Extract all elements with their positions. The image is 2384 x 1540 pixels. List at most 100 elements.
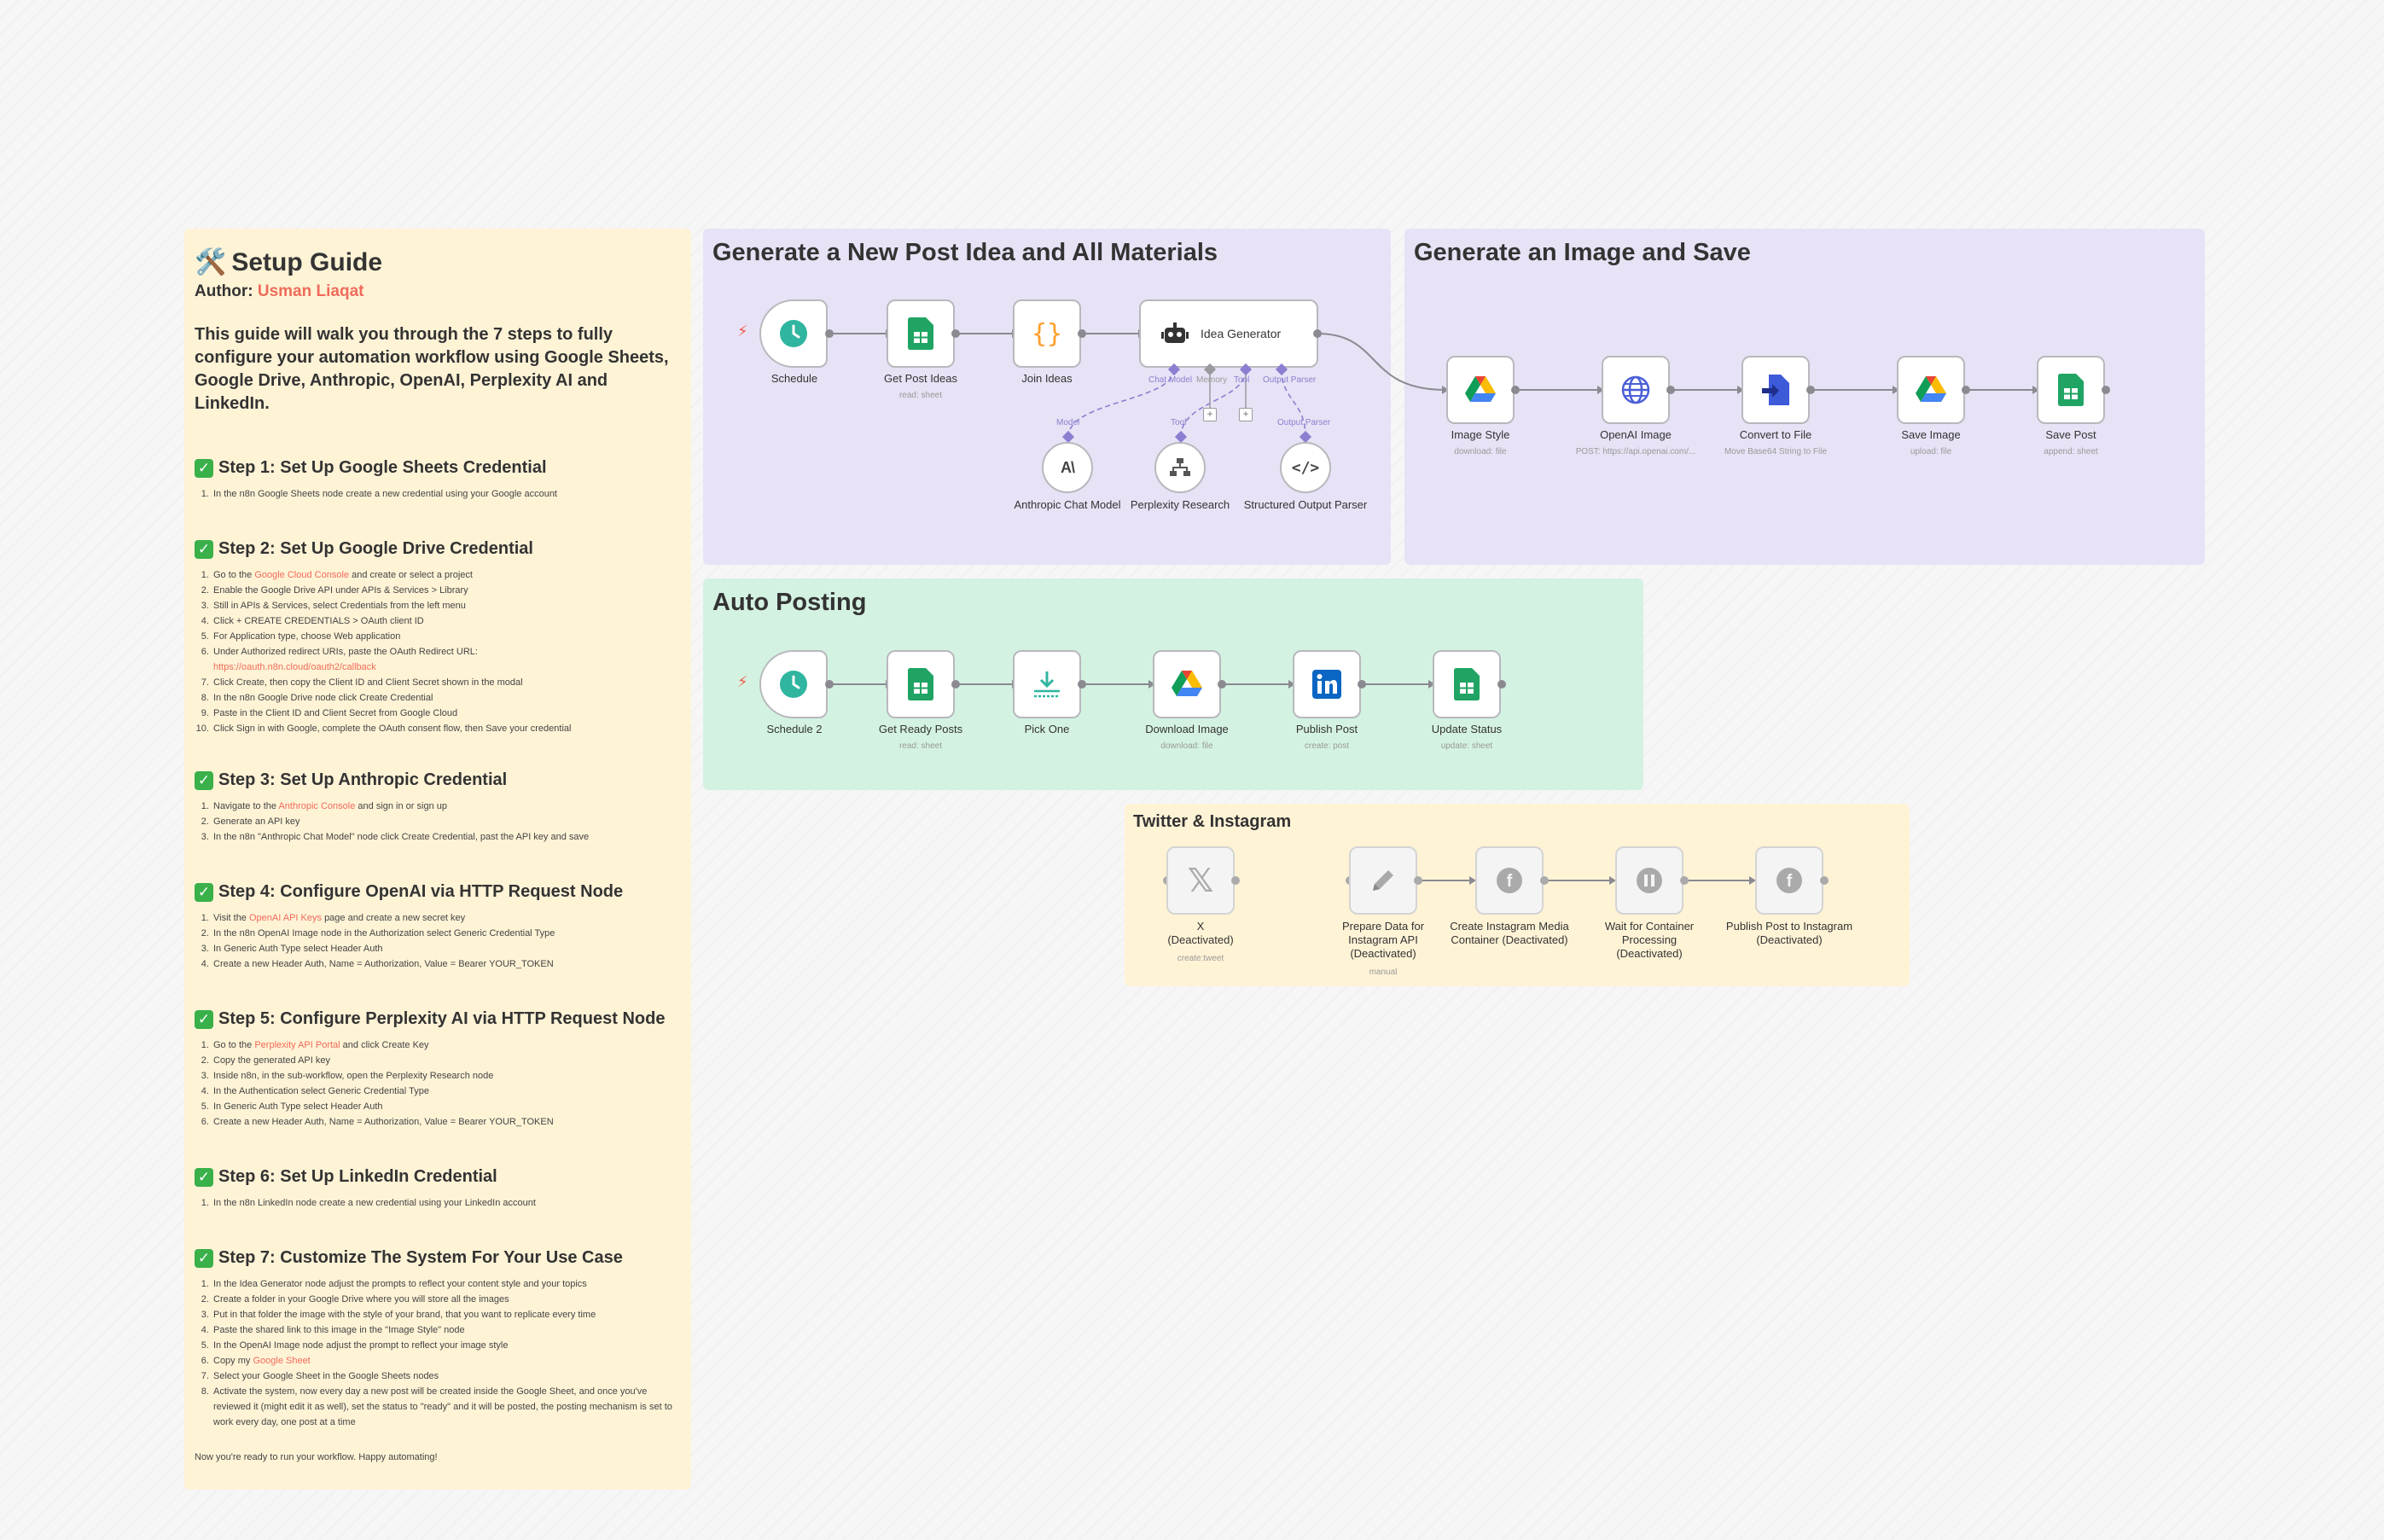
- node-publish-post[interactable]: [1293, 650, 1361, 718]
- bolt-icon: ⚡: [737, 673, 748, 690]
- output-port[interactable]: [1414, 876, 1422, 885]
- node-wait-container-processing[interactable]: [1615, 846, 1683, 915]
- node-image-style[interactable]: [1446, 356, 1515, 424]
- node-download-image[interactable]: [1153, 650, 1221, 718]
- output-port[interactable]: [951, 329, 960, 338]
- node-label: Save Image: [1901, 428, 1961, 441]
- node-get-post-ideas[interactable]: [887, 299, 955, 368]
- node-save-image[interactable]: [1897, 356, 1965, 424]
- node-structured-output-parser[interactable]: </>: [1280, 442, 1331, 493]
- output-port[interactable]: [1666, 386, 1675, 394]
- anthropic-icon: A\: [1061, 458, 1075, 476]
- section-idea-note[interactable]: [703, 229, 1391, 565]
- google-sheet-link[interactable]: Google Sheet: [253, 1356, 311, 1366]
- node-sublabel: read: sheet: [898, 741, 943, 751]
- add-memory-button[interactable]: +: [1203, 408, 1217, 421]
- node-x-deactivated[interactable]: 𝕏: [1166, 846, 1235, 915]
- author-label: Author:: [195, 282, 253, 300]
- output-port[interactable]: [1962, 386, 1970, 394]
- guide-title: Setup Guide: [231, 247, 383, 276]
- check-icon: ✓: [195, 882, 213, 902]
- output-port[interactable]: [1358, 680, 1366, 689]
- output-port[interactable]: [1820, 876, 1829, 885]
- instagram-icon: f: [1776, 868, 1802, 893]
- step-item: Click Create, then copy the Client ID an…: [212, 675, 674, 690]
- node-schedule[interactable]: [759, 299, 828, 368]
- google-sheets-icon: [908, 668, 933, 700]
- step-title: Step 1: Set Up Google Sheets Credential: [218, 458, 547, 477]
- node-get-ready-posts[interactable]: [887, 650, 955, 718]
- step-3: ✓Step 3: Set Up Anthropic Credential Nav…: [195, 770, 674, 845]
- google-cloud-console-link[interactable]: Google Cloud Console: [254, 570, 350, 580]
- step-7: ✓Step 7: Customize The System For Your U…: [195, 1248, 674, 1430]
- redirect-url-link[interactable]: https://oauth.n8n.cloud/oauth2/callback: [213, 662, 376, 672]
- node-sublabel: update: sheet: [1440, 741, 1493, 751]
- output-port[interactable]: [1078, 680, 1086, 689]
- step-item: In the n8n "Anthropic Chat Model" node c…: [212, 829, 674, 845]
- node-openai-image[interactable]: [1602, 356, 1670, 424]
- node-idea-generator[interactable]: Idea Generator: [1139, 299, 1318, 368]
- output-port[interactable]: [825, 680, 834, 689]
- svg-text:f: f: [1507, 872, 1513, 891]
- node-label: Get Post Ideas: [884, 372, 957, 385]
- node-publish-instagram[interactable]: f: [1755, 846, 1823, 915]
- add-tool-button[interactable]: +: [1239, 408, 1253, 421]
- output-port[interactable]: [1231, 876, 1240, 885]
- node-prepare-data-instagram[interactable]: [1349, 846, 1417, 915]
- google-drive-icon: [1172, 671, 1202, 696]
- port-label: Tool: [1234, 375, 1250, 385]
- output-port[interactable]: [1680, 876, 1689, 885]
- svg-text:f: f: [1787, 872, 1793, 891]
- step-item: For Application type, choose Web applica…: [212, 629, 674, 644]
- output-port[interactable]: [1511, 386, 1520, 394]
- port-label: Chat Model: [1148, 375, 1193, 385]
- node-convert-to-file[interactable]: [1741, 356, 1810, 424]
- node-label: Update Status: [1431, 723, 1503, 735]
- output-port[interactable]: [1313, 329, 1322, 338]
- node-schedule-2[interactable]: [759, 650, 828, 718]
- node-pick-one[interactable]: [1013, 650, 1081, 718]
- node-label: Create Instagram Media Container (Deacti…: [1450, 920, 1569, 946]
- node-join-ideas[interactable]: {}: [1013, 299, 1081, 368]
- perplexity-api-portal-link[interactable]: Perplexity API Portal: [254, 1040, 340, 1050]
- node-label: Structured Output Parser: [1243, 498, 1368, 511]
- openai-api-keys-link[interactable]: OpenAI API Keys: [249, 913, 322, 923]
- node-create-instagram-container[interactable]: f: [1475, 846, 1544, 915]
- instagram-icon: f: [1497, 868, 1522, 893]
- output-port[interactable]: [1497, 680, 1506, 689]
- output-port[interactable]: [951, 680, 960, 689]
- node-sublabel: download: file: [1454, 447, 1507, 456]
- setup-guide-note[interactable]: 🛠️ Setup Guide Author: Usman Liaqat This…: [184, 229, 691, 1490]
- output-port[interactable]: [1218, 680, 1226, 689]
- node-label: X (Deactivated): [1167, 920, 1234, 946]
- step-item: In the n8n Google Drive node click Creat…: [212, 690, 674, 706]
- step-item: Under Authorized redirect URIs, paste th…: [212, 644, 674, 675]
- output-port[interactable]: [1078, 329, 1086, 338]
- robot-icon: [1161, 323, 1189, 343]
- node-sublabel: Move Base64 String to File: [1724, 447, 1828, 456]
- output-port[interactable]: [2102, 386, 2110, 394]
- node-save-post[interactable]: [2037, 356, 2105, 424]
- node-label: Wait for Container Processing (Deactivat…: [1604, 920, 1695, 960]
- output-port[interactable]: [1540, 876, 1549, 885]
- pencil-icon: [1373, 870, 1393, 891]
- code-icon: </>: [1291, 458, 1320, 477]
- step-1: ✓Step 1: Set Up Google Sheets Credential…: [195, 458, 674, 502]
- step-item: Go to the Google Cloud Console and creat…: [212, 567, 674, 583]
- step-item: Create a folder in your Google Drive whe…: [212, 1292, 674, 1307]
- node-perplexity-research[interactable]: [1154, 442, 1206, 493]
- author-name: Usman Liaqat: [257, 282, 364, 300]
- section-social-title: Twitter & Instagram: [1133, 812, 1292, 831]
- step-title: Step 7: Customize The System For Your Us…: [218, 1248, 623, 1267]
- node-label: Download Image: [1145, 723, 1229, 735]
- step-item: In the OpenAI Image node adjust the prom…: [212, 1338, 674, 1353]
- node-sublabel: create:tweet: [1177, 954, 1224, 963]
- node-update-status[interactable]: [1433, 650, 1501, 718]
- anthropic-console-link[interactable]: Anthropic Console: [278, 801, 356, 811]
- output-port[interactable]: [1806, 386, 1815, 394]
- node-anthropic-chat-model[interactable]: A\: [1042, 442, 1093, 493]
- step-item: In Generic Auth Type select Header Auth: [212, 1099, 674, 1114]
- step-title: Step 5: Configure Perplexity AI via HTTP…: [218, 1009, 666, 1028]
- port-label: Model: [1056, 418, 1080, 427]
- output-port[interactable]: [825, 329, 834, 338]
